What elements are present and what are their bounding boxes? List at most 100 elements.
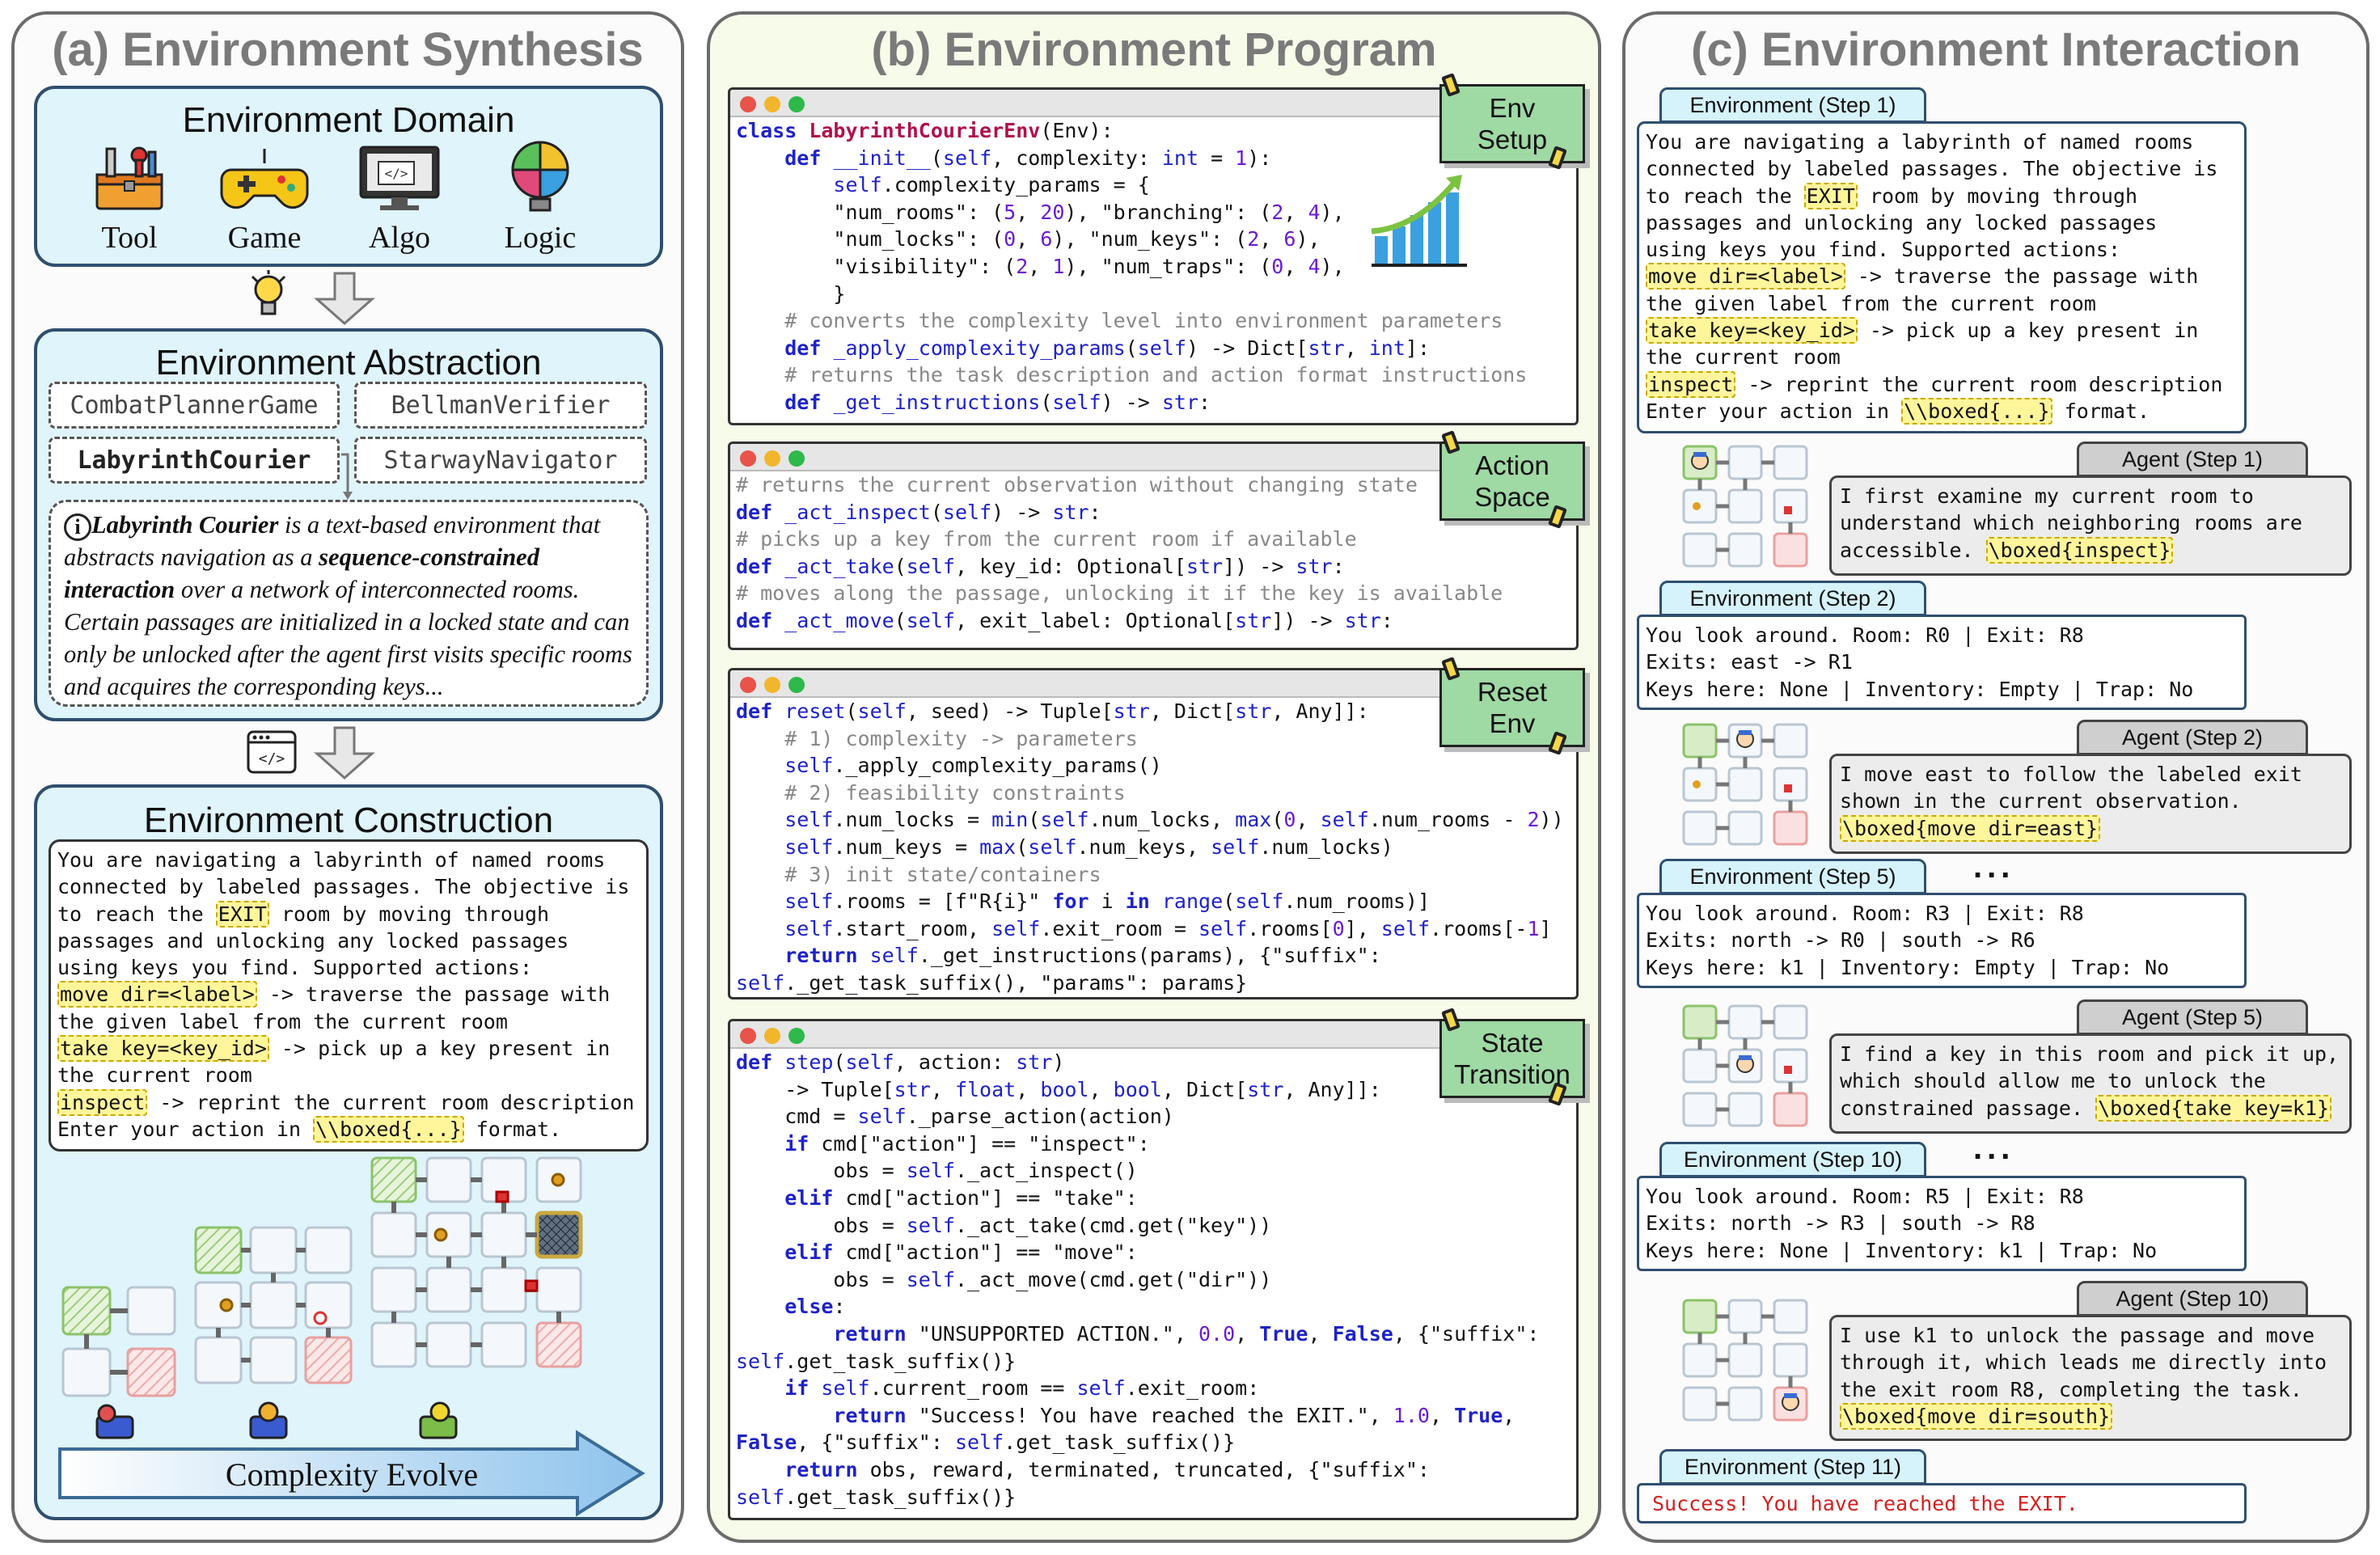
mini-maze-step-2: [1682, 723, 1808, 846]
env1-text-3: -> traverse the passage with the given l…: [1646, 264, 2199, 315]
env1-text-6: format.: [2052, 399, 2150, 423]
prompt-take-action: take key=<key_id>: [57, 1035, 269, 1063]
code-state-transition: def step(self, action: str) -> Tuple[str…: [728, 1019, 1579, 1520]
code-block-4: def step(self, action: str) -> Tuple[str…: [736, 1050, 1540, 1509]
mini-maze-step-1: [1682, 445, 1808, 568]
agent5-text: I find a key in this room and pick it up…: [1840, 1042, 2340, 1120]
prompt-boxed: \\boxed{...}: [313, 1115, 464, 1143]
complexity-evolve-label: Complexity Evolve: [225, 1456, 479, 1493]
tag-reset-env: Reset Env: [1439, 668, 1585, 747]
prompt-move-action: move dir=<label>: [57, 981, 257, 1008]
code-block-3: def reset(self, seed) -> Tuple[str, Dict…: [736, 699, 1564, 995]
connector-arrow: [341, 453, 353, 500]
env-item-combatplanner: CombatPlannerGame: [49, 382, 340, 429]
env-item-bellmanverifier: BellmanVerifier: [354, 382, 647, 429]
env-step-5-label: Environment (Step 5): [1659, 859, 1926, 894]
env1-text-4: -> pick up a key present in the current …: [1646, 319, 2199, 370]
maze-large: [370, 1156, 583, 1368]
code-window-icon: </>: [247, 730, 297, 774]
agent2-boxed: \boxed{move dir=east}: [1840, 814, 2101, 842]
env1-text-2: room by moving through passages and unlo…: [1646, 184, 2158, 262]
prompt-text-5: -> reprint the current room description …: [57, 1090, 635, 1141]
mini-maze-step-5: [1682, 1004, 1808, 1127]
prompt-text-3: -> traverse the passage with the given l…: [57, 982, 611, 1033]
env1-boxed: \\boxed{...}: [1901, 397, 2052, 425]
domain-label-algo: Algo: [369, 221, 430, 255]
env-step-2-text: You look around. Room: R0 | Exit: R8 Exi…: [1637, 615, 2247, 710]
agent-step-1-label: Agent (Step 1): [2077, 442, 2308, 477]
tag-action-space: Action Space: [1439, 442, 1585, 521]
svg-text:</>: </>: [259, 750, 285, 767]
env1-move: move dir=<label>: [1646, 263, 1845, 290]
agent1-text: I first examine my current room to under…: [1840, 484, 2302, 562]
construction-title: Environment Construction: [143, 801, 554, 840]
env-step-5-text: You look around. Room: R3 | Exit: R8 Exi…: [1637, 893, 2247, 988]
env1-take: take key=<key_id>: [1646, 317, 1858, 344]
info-icon: i: [64, 513, 91, 541]
lightbulb-icon: [251, 270, 286, 315]
description-env-name: Labyrinth Courier: [91, 511, 279, 539]
ellipsis-1: ...: [1973, 849, 2015, 885]
agent-step-2-label: Agent (Step 2): [2077, 720, 2308, 755]
code-reset-env: def reset(self, seed) -> Tuple[str, Dict…: [728, 668, 1579, 999]
maze-illustrations: [61, 1156, 583, 1439]
agent-step-5-text: I find a key in this room and pick it up…: [1829, 1033, 2352, 1134]
prompt-inspect-action: inspect: [57, 1088, 148, 1116]
ellipsis-2: ...: [1973, 1130, 2015, 1166]
abstraction-title: Environment Abstraction: [155, 343, 542, 382]
domain-label-tool: Tool: [101, 221, 158, 255]
domain-title: Environment Domain: [182, 100, 515, 140]
panel-b-title: (b) Environment Program: [871, 23, 1437, 76]
env-item-labyrinthcourier: LabyrinthCourier: [49, 437, 340, 484]
env-step-1-label: Environment (Step 1): [1659, 87, 1926, 123]
code-monitor-icon: </>: [359, 146, 440, 210]
maze-medium: [194, 1226, 353, 1384]
maze-small: [61, 1286, 176, 1397]
env-step-10-label: Environment (Step 10): [1659, 1142, 1926, 1177]
agent10-text: I use k1 to unlock the passage and move …: [1840, 1324, 2327, 1401]
env-step-2-label: Environment (Step 2): [1659, 581, 1926, 616]
env1-inspect: inspect: [1646, 370, 1736, 398]
complexity-evolve-arrow: [58, 1430, 645, 1517]
gamepad-icon: [220, 149, 309, 209]
panel-c-title: (c) Environment Interaction: [1690, 23, 2302, 76]
env-item-starwaynavigator: StarwayNavigator: [354, 437, 647, 484]
description-text-1: is a text-based environment that abstrac…: [64, 511, 601, 571]
code-block-2: # returns the current observation withou…: [736, 473, 1503, 632]
mini-maze-step-10: [1682, 1299, 1808, 1422]
agent-step-5-label: Agent (Step 5): [2077, 999, 2308, 1035]
prompt-text-6: format.: [463, 1117, 562, 1141]
agent1-boxed: \boxed{inspect}: [1985, 536, 2174, 564]
description-text-2: over a network of interconnected rooms. …: [64, 576, 632, 700]
domain-label-logic: Logic: [504, 221, 577, 255]
agent-step-1-text: I first examine my current room to under…: [1829, 475, 2352, 576]
env-step-1-text: You are navigating a labyrinth of named …: [1637, 121, 2247, 433]
code-block-1: class LabyrinthCourierEnv(Env): def __in…: [736, 119, 1528, 414]
agent-step-10-label: Agent (Step 10): [2077, 1281, 2308, 1316]
agent-step-2-text: I move east to follow the labeled exit s…: [1829, 754, 2352, 854]
agent5-boxed: \boxed{take key=k1}: [2095, 1094, 2332, 1122]
env1-text-1: You are navigating a labyrinth of named …: [1646, 130, 2218, 208]
down-arrow-icon: [314, 272, 375, 325]
prompt-exit: EXIT: [215, 900, 269, 928]
agent-step-10-text: I use k1 to unlock the passage and move …: [1829, 1315, 2352, 1441]
difficulty-icons: [95, 1401, 458, 1439]
growth-chart-icon: [1371, 175, 1467, 267]
env1-exit: EXIT: [1803, 182, 1858, 209]
puzzle-bulb-icon: [511, 141, 569, 212]
env-step-10-text: You look around. Room: R5 | Exit: R8 Exi…: [1637, 1176, 2247, 1271]
panel-a-title: (a) Environment Synthesis: [52, 23, 644, 76]
env-step-11-text: Success! You have reached the EXIT.: [1637, 1483, 2247, 1523]
down-arrow-icon-2: [314, 726, 375, 780]
toolbox-icon: [95, 146, 163, 210]
code-action-space: # returns the current observation withou…: [728, 442, 1579, 650]
agent2-text: I move east to follow the labeled exit s…: [1840, 763, 2302, 813]
construction-prompt: You are navigating a labyrinth of named …: [49, 839, 649, 1151]
domain-label-game: Game: [227, 221, 302, 255]
prompt-text-2: room by moving through passages and unlo…: [57, 902, 569, 980]
prompt-text-4: -> pick up a key present in the current …: [57, 1037, 611, 1088]
env-step-11-label: Environment (Step 11): [1659, 1449, 1926, 1485]
env1-text-5: -> reprint the current room description …: [1646, 372, 2223, 423]
prompt-text-1: You are navigating a labyrinth of named …: [57, 848, 630, 926]
